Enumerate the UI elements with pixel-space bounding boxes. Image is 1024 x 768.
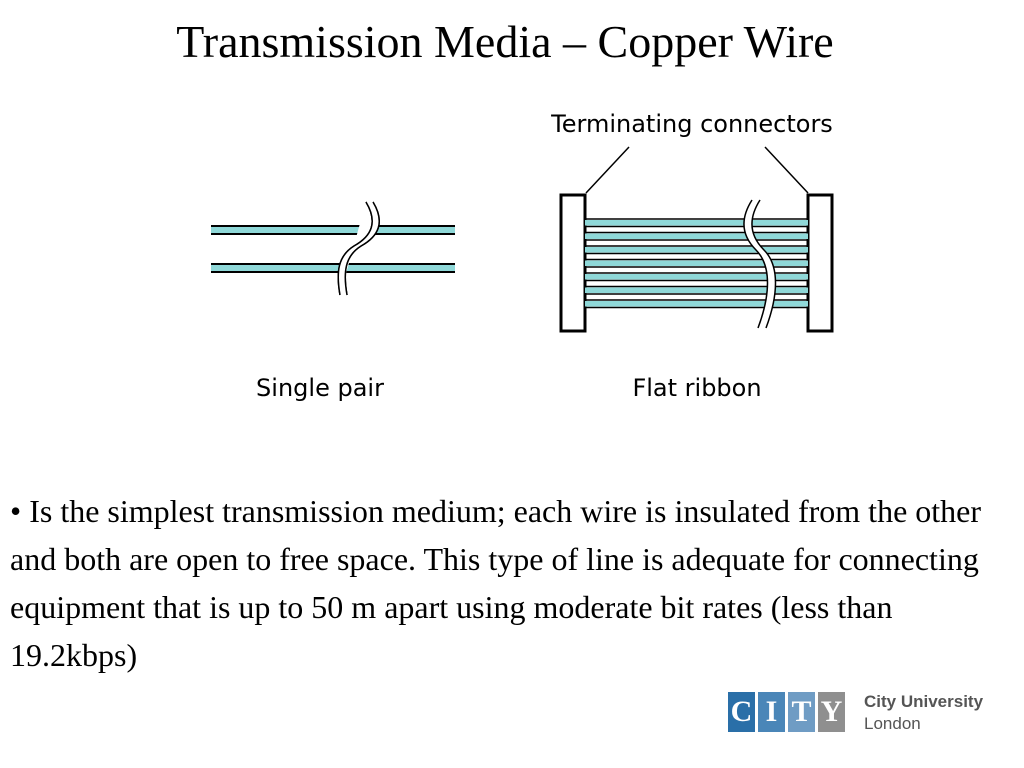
single-pair-label: Single pair — [256, 374, 384, 402]
ribbon-wire — [585, 301, 808, 307]
body-text: • Is the simplest transmission medium; e… — [10, 493, 982, 673]
ribbon-wire — [585, 220, 808, 226]
copper-wire-diagram: Terminating connectors Single pair Flat … — [211, 110, 834, 402]
logo-letter-t: T — [788, 692, 816, 732]
ribbon-wire — [585, 260, 808, 266]
flat-ribbon — [559, 146, 834, 333]
logo-letter-y: Y — [818, 692, 846, 732]
slide-title: Transmission Media – Copper Wire — [176, 16, 834, 67]
ribbon-wire — [585, 247, 808, 253]
right-connector — [806, 193, 834, 333]
leader-line-right — [764, 146, 809, 194]
logo-university-name: City University — [864, 692, 984, 711]
logo-letter-c: C — [728, 692, 756, 732]
terminating-connectors-label: Terminating connectors — [550, 110, 833, 138]
logo-city-name: London — [864, 714, 921, 733]
leader-line-left — [585, 146, 630, 194]
ribbon-wire — [585, 287, 808, 293]
city-university-logo: C I T Y City University London — [728, 692, 996, 736]
left-connector — [559, 193, 587, 333]
wire-fill — [211, 265, 455, 271]
ribbon-wire — [585, 274, 808, 280]
ribbon-wire — [585, 233, 808, 239]
single-pair-wires — [211, 201, 455, 296]
logo-letter-i: I — [758, 692, 786, 732]
flat-ribbon-label: Flat ribbon — [632, 374, 761, 402]
wire-fill — [211, 227, 455, 233]
